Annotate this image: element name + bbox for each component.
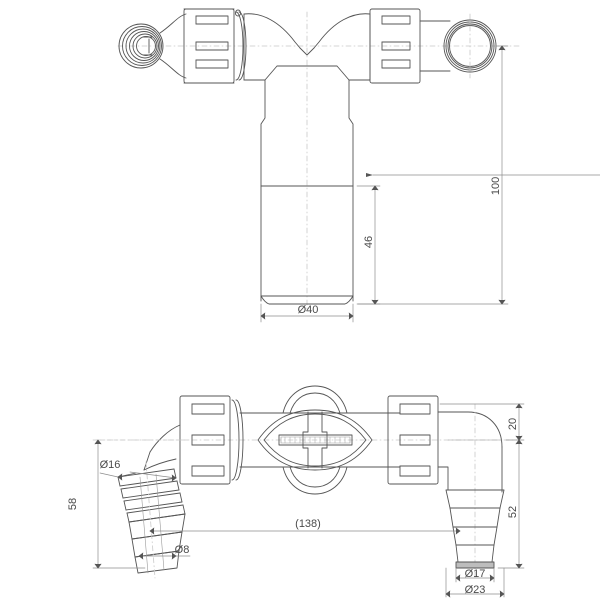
right-hose-barb [445,489,505,569]
right-cap-nut [369,8,421,84]
dimension-label-46: 46 [363,236,375,248]
dimension-52 [497,439,525,569]
dimension-58 [92,439,191,569]
left-seal-ring [234,9,247,81]
right-elbow [437,411,503,493]
dimension-label-d16: Ø16 [100,459,121,471]
left-barb-centerline [145,461,156,579]
right-cap-nut-bottom [387,395,439,485]
dimension-20 [439,403,525,441]
dimension-138 [149,527,461,535]
dimension-label-58: 58 [67,498,79,510]
dimension-label-d8: Ø8 [175,544,190,556]
left-inlet-fitting [118,23,164,69]
dimension-100 [357,45,600,305]
left-hose-barb [117,424,186,574]
dimension-label-52: 52 [507,506,519,518]
dimension-d17 [455,567,495,583]
left-seal-ring-bottom [231,399,244,481]
dimension-label-100: 100 [490,177,502,195]
valve-body-bottom [239,385,401,495]
dimension-d23 [445,567,505,598]
dimension-label-d40: Ø40 [298,304,319,316]
left-cap-nut [183,8,235,84]
dimension-d40 [260,303,354,323]
dimension-label-d17: Ø17 [465,568,486,580]
dimension-46 [356,185,381,305]
dimension-d16 [99,471,177,482]
right-outlet-spigot [419,20,451,72]
dimension-label-d23: Ø23 [465,584,486,596]
down-tube [260,65,354,305]
dimension-label-20: 20 [507,418,519,430]
dimension-d8 [138,552,191,560]
dimension-label-138: (138) [295,518,321,530]
